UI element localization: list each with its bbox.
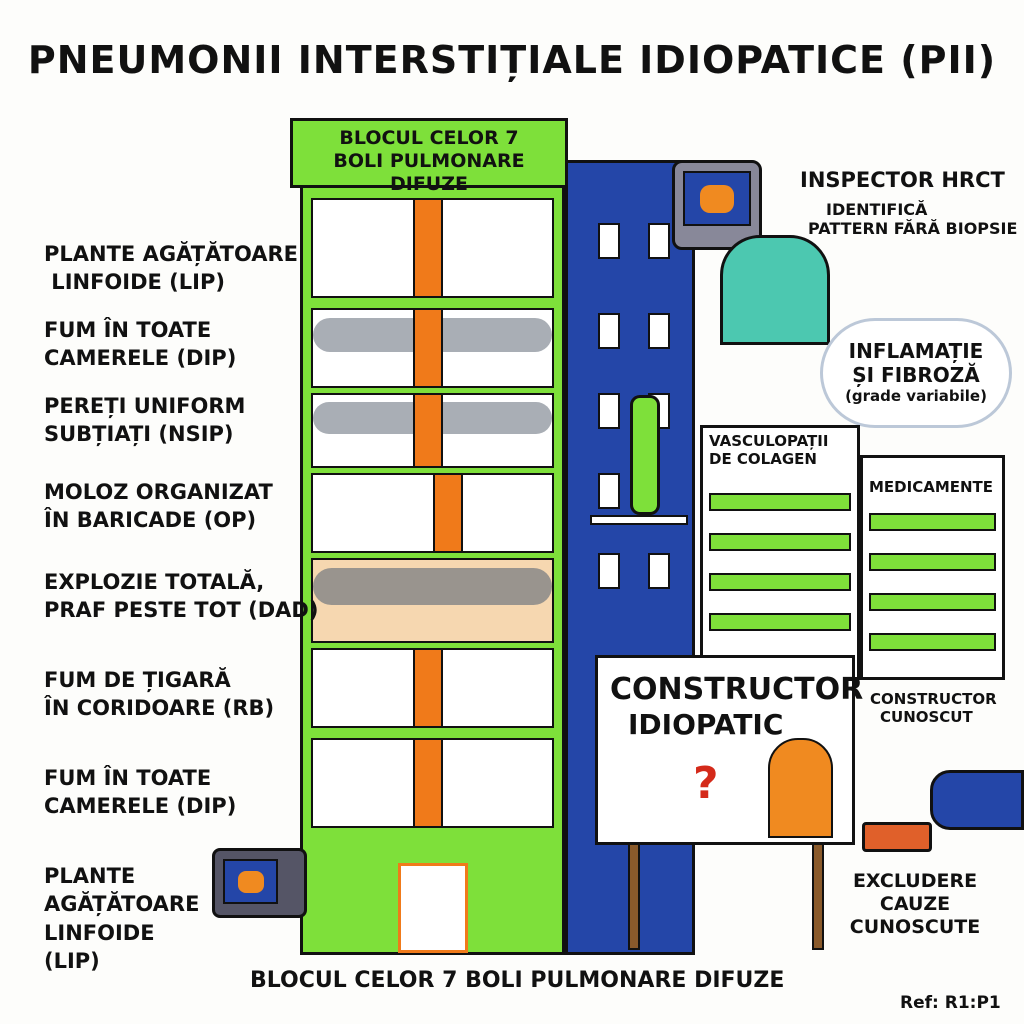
label-line: (LIP) [44,949,100,974]
inspector-person-icon [720,235,830,345]
label-line: MOLOZ ORGANIZAT [44,480,273,504]
building-label: DE COLAGEN [709,450,817,468]
floor-nsip [311,393,554,468]
constructor-sign-line1: CONSTRUCTOR [610,672,864,707]
label-rb: FUM DE ȚIGARĂ ÎN CORIDOARE (RB) [44,666,274,723]
floor-lip [311,198,554,298]
building-medications: MEDICAMENTE [860,455,1005,680]
floor-rb [311,648,554,728]
page-title: PNEUMONII INTERSTIȚIALE IDIOPATICE (PII) [27,38,997,82]
building-vasculopathies: VASCULOPAȚII DE COLAGEN [700,425,860,680]
label-line: ÎN CORIDOARE (RB) [44,696,275,721]
known-builder-line: CONSTRUCTOR [870,690,997,708]
building-label: VASCULOPAȚII [709,432,829,450]
label-line: FUM DE ȚIGARĂ [44,668,231,692]
label-dad: EXPLOZIE TOTALĂ, PRAF PESTE TOT (DAD) [44,568,318,625]
label-line: ÎN BARICADE (OP) [44,508,257,533]
inspector-title: INSPECTOR HRCT [800,168,1005,192]
label-line: EXPLOZIE TOTALĂ, [44,570,265,594]
label-line: AGĂȚĂTOARE [44,892,200,917]
constructor-sign: CONSTRUCTOR IDIOPATIC ? [595,655,864,845]
roof-sign: BLOCUL CELOR 7 BOLI PULMONARE DIFUZE [290,118,568,195]
label-lip-bottom: PLANTE AGĂȚĂTOARE LINFOIDE (LIP) [44,862,199,975]
stamp-line: CUNOSCUTE [849,915,981,938]
roof-sign-line2: BOLI PULMONARE DIFUZE [333,149,525,195]
label-dip: FUM ÎN TOATE CAMERELE (DIP) [44,316,236,373]
stamp-line: EXCLUDERE [852,870,978,892]
reference: Ref: R1:P1 [900,993,1001,1013]
label-line: PRAF PESTE TOT (DAD) [44,598,319,623]
stamp-icon [862,822,932,852]
label-dip-2: FUM ÎN TOATE CAMERELE (DIP) [44,764,236,821]
sign-post [628,840,640,950]
building-label: MEDICAMENTE [869,478,994,496]
hand-icon [930,770,1024,830]
label-nsip: PEREȚI UNIFORM SUBȚIAȚI (NSIP) [44,392,245,449]
label-line: LINFOIDE (LIP) [44,270,225,295]
known-builder-label: CONSTRUCTOR CUNOSCUT [870,690,997,726]
constructor-sign-line2: IDIOPATIC [628,708,784,741]
known-builder-line: CUNOSCUT [880,708,973,726]
floor-dip [311,308,554,388]
stamp-label: EXCLUDERE CAUZE CUNOSCUTE [845,870,985,938]
worker-icon [630,395,660,515]
builder-helmet-icon [768,738,833,838]
thought-line: ȘI FIBROZĂ [852,363,980,387]
label-line: CAMERELE (DIP) [44,794,237,819]
entrance-door [398,863,468,953]
caption: BLOCUL CELOR 7 BOLI PULMONARE DIFUZE [250,968,785,993]
label-lip: PLANTE AGĂȚĂTOARE LINFOIDE (LIP) [44,240,298,297]
roof-sign-line1: BLOCUL CELOR 7 [339,127,519,149]
floor-op [311,473,554,553]
stamp-line: CAUZE [879,892,951,915]
thought-line: INFLAMAȚIE [848,339,984,363]
label-line: PLANTE AGĂȚĂTOARE [44,242,299,266]
question-mark: ? [693,758,719,809]
thought-line: (grade variabile) [845,387,987,405]
floor-dad [311,558,554,643]
label-line: PLANTE [44,864,136,888]
inspector-desc: IDENTIFICĂ PATTERN FĂRĂ BIOPSIE [808,200,1017,238]
floor-dip-2 [311,738,554,828]
label-line: SUBȚIAȚI (NSIP) [44,422,234,447]
scaffold-platform [590,515,688,525]
hrct-monitor-icon [672,160,762,250]
label-line: FUM ÎN TOATE [44,318,212,342]
thought-bubble: INFLAMAȚIE ȘI FIBROZĂ (grade variabile) [820,318,1012,428]
label-op: MOLOZ ORGANIZAT ÎN BARICADE (OP) [44,478,273,535]
hrct-scanner-icon [212,848,307,918]
label-line: FUM ÎN TOATE [44,766,212,790]
inspector-desc-line: IDENTIFICĂ [826,200,928,219]
label-line: PEREȚI UNIFORM [44,394,246,418]
sign-post [812,840,824,950]
label-line: LINFOIDE [44,920,155,945]
inspector-desc-line: PATTERN FĂRĂ BIOPSIE [808,219,1018,239]
label-line: CAMERELE (DIP) [44,346,237,371]
main-building [300,180,565,955]
